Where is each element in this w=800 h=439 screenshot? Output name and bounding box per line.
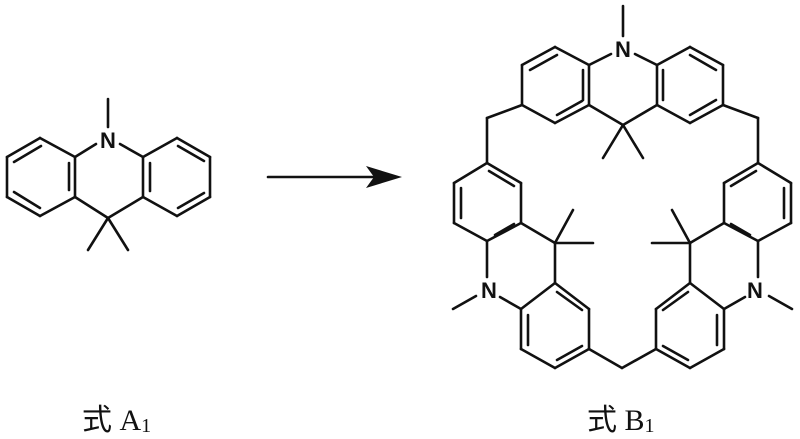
- bond-line: [722, 161, 760, 185]
- compound-b-structure: N N N: [451, 4, 794, 370]
- bond-line: [553, 281, 591, 311]
- double-bond-line: [555, 344, 584, 362]
- nitrogen-atom-label: N: [615, 37, 631, 62]
- bond-line: [498, 295, 523, 311]
- formula-subscript: 1: [644, 415, 655, 437]
- bond-line: [485, 103, 524, 120]
- compound-a-label: 式 A1: [82, 395, 151, 439]
- bond-line: [688, 103, 725, 125]
- bond-line: [654, 281, 692, 311]
- reaction-arrow: [266, 166, 402, 188]
- bond-line: [118, 142, 145, 159]
- bond-line: [519, 347, 557, 370]
- compound-b-label: 式 B1: [587, 395, 655, 439]
- bond-line: [175, 136, 212, 159]
- bond-line: [553, 208, 575, 245]
- double-bond-line: [688, 53, 718, 72]
- bond-line: [38, 195, 77, 218]
- bond-line: [767, 294, 794, 311]
- bond-line: [485, 221, 523, 243]
- bond-line: [38, 136, 77, 159]
- bond-line: [587, 103, 625, 127]
- double-bond-line: [493, 222, 516, 237]
- bond-line: [621, 123, 645, 160]
- bond-line: [5, 195, 42, 218]
- formula-prefix: 式: [82, 404, 112, 437]
- bond-line: [655, 45, 692, 67]
- bond-line: [756, 161, 793, 185]
- bond-line: [451, 294, 478, 311]
- bond-line: [519, 221, 557, 245]
- bond-line: [452, 161, 489, 185]
- bond-line: [670, 208, 692, 245]
- bond-line: [721, 103, 760, 120]
- bond-line: [73, 142, 98, 159]
- bond-line: [553, 45, 591, 67]
- bond-line: [520, 45, 557, 67]
- bond-line: [601, 123, 625, 160]
- bond-line: [520, 103, 557, 125]
- bond-line: [688, 221, 726, 245]
- bond-line: [655, 103, 692, 125]
- double-bond-line: [487, 169, 516, 188]
- bond-line: [5, 136, 42, 159]
- bond-line: [553, 347, 591, 370]
- formula-letter: A: [119, 404, 142, 437]
- double-bond-line: [176, 191, 206, 210]
- bond-line: [587, 347, 624, 370]
- bond-line: [86, 216, 110, 252]
- arrow-head-icon: [366, 166, 402, 188]
- bond-line: [756, 221, 793, 243]
- bond-line: [654, 347, 692, 370]
- bond-line: [688, 45, 725, 67]
- double-bond-line: [12, 144, 43, 164]
- bond-line: [485, 161, 523, 185]
- bond-line: [722, 221, 760, 243]
- double-bond-line: [729, 169, 758, 188]
- bond-line: [620, 347, 658, 370]
- bond-line: [175, 195, 212, 218]
- bond-line: [633, 52, 659, 67]
- bond-line: [722, 295, 747, 311]
- double-bond-line: [528, 53, 559, 72]
- double-bond-line: [555, 99, 584, 117]
- double-bond-line: [176, 144, 206, 163]
- nitrogen-atom-label: N: [100, 128, 116, 153]
- double-bond-line: [688, 98, 718, 117]
- double-bond-line: [661, 344, 690, 362]
- nitrogen-atom-label: N: [481, 278, 497, 303]
- bond-line: [621, 103, 659, 127]
- bond-line: [688, 347, 726, 370]
- bond-line: [688, 281, 726, 311]
- nitrogen-atom-label: N: [747, 278, 763, 303]
- bond-line: [141, 136, 179, 159]
- formula-prefix: 式: [587, 404, 617, 437]
- bond-line: [141, 195, 179, 218]
- formula-letter: B: [624, 404, 645, 437]
- double-bond-line: [555, 290, 584, 312]
- bond-line: [73, 195, 110, 220]
- formula-subscript: 1: [141, 415, 152, 437]
- double-bond-line: [12, 190, 42, 210]
- bond-line: [587, 52, 613, 67]
- bond-line: [553, 103, 591, 125]
- bond-line: [106, 216, 130, 252]
- bond-line: [106, 195, 145, 220]
- double-bond-line: [729, 222, 752, 237]
- bond-line: [519, 281, 557, 311]
- double-bond-line: [661, 290, 690, 312]
- compound-a-structure: N: [5, 97, 212, 252]
- bond-line: [452, 221, 489, 243]
